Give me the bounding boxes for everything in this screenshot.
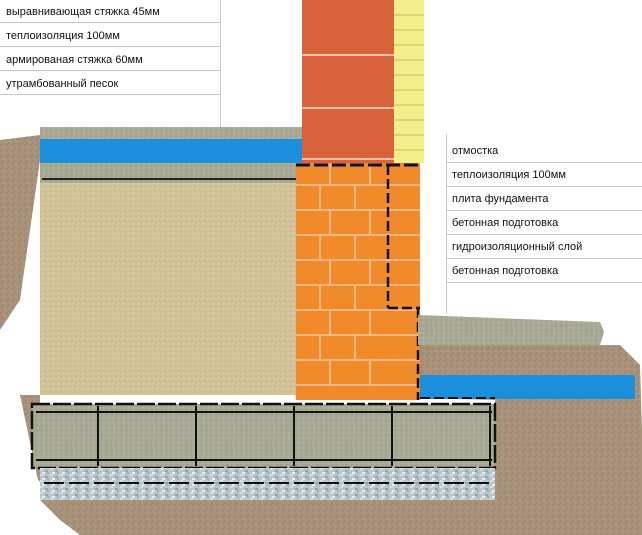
label-blind-area: отмостка [452,145,499,157]
label-leader [446,134,447,314]
label-divider [446,282,642,283]
label-divider [0,94,220,95]
label-divider [446,162,642,163]
label-reinforced-screed: армированая стяжка 60мм [6,54,143,66]
compacted-sand-layer [40,183,298,395]
label-concrete-prep-2: бетонная подготовка [452,265,559,277]
upper-wall-brick [302,0,394,163]
label-foundation-slab: плита фундамента [452,193,549,205]
label-divider [446,210,642,211]
floor-insulation-layer [40,139,302,163]
label-exterior-insulation: теплоизоляция 100мм [452,169,566,181]
plinth-brick-wall [296,163,420,400]
label-concrete-prep-1: бетонная подготовка [452,217,559,229]
label-divider [446,258,642,259]
facing-brick-joints [394,14,424,151]
label-divider [446,186,642,187]
label-leader [220,0,221,127]
label-divider [446,234,642,235]
blind-area [418,315,604,345]
leveling-screed-layer [40,127,302,139]
exterior-insulation [420,375,635,399]
soil-ground [0,135,40,330]
label-divider [0,70,220,71]
label-divider [0,22,220,23]
label-leveling-screed: выравнивающая стяжка 45мм [6,6,160,18]
facing-brick [394,0,424,163]
label-compacted-sand: утрамбованный песок [6,78,119,90]
label-divider [0,46,220,47]
plinth-brick-joints [296,163,420,386]
foundation-slab [32,404,495,468]
label-waterproofing: гидроизоляционный слой [452,241,583,253]
slab-rebar [36,406,492,466]
label-floor-insulation: теплоизоляция 100мм [6,30,120,42]
